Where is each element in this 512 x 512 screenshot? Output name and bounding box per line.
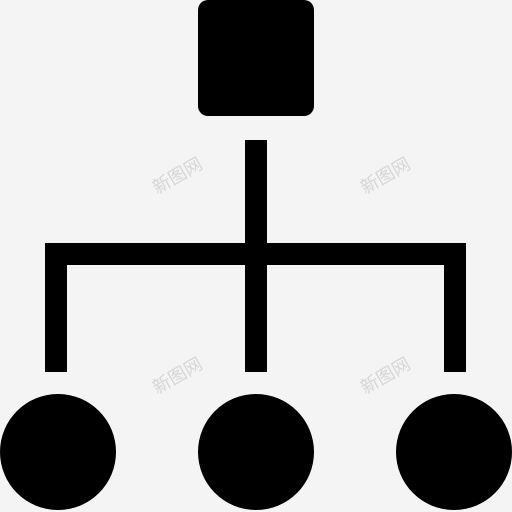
left-drop-connector bbox=[45, 243, 67, 372]
child-node-left bbox=[0, 394, 116, 510]
branch-connector bbox=[45, 243, 466, 265]
child-node-center bbox=[198, 394, 314, 510]
child-node-right bbox=[396, 394, 512, 510]
right-drop-connector bbox=[444, 243, 466, 372]
top-node-square bbox=[198, 0, 314, 116]
